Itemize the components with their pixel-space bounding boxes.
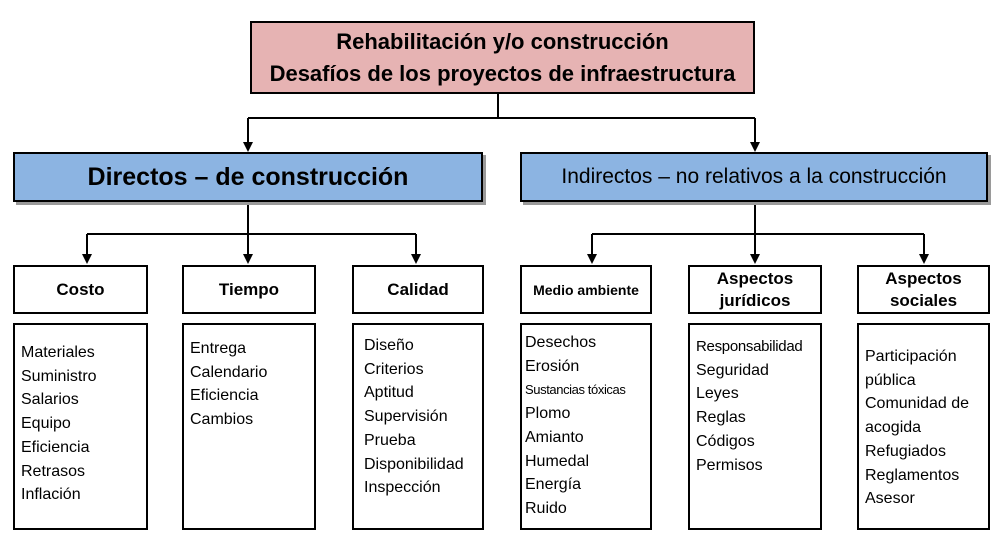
list-aspectos-juridicos: Responsabilidad Seguridad Leyes Reglas C… [688, 323, 822, 530]
subcategory-calidad: Calidad [352, 265, 484, 314]
list-item: Retrasos [21, 462, 86, 480]
title-line-2: Desafíos de los proyectos de infraestruc… [269, 60, 736, 86]
subcategory-label: Medio ambiente [533, 281, 639, 298]
subcategory-label: Tiempo [218, 279, 280, 299]
list-costo: Materiales Suministro Salarios Equipo Ef… [13, 323, 148, 530]
list-calidad: Diseño Criterios Aptitud Supervisión Pru… [352, 323, 484, 530]
list-item: Diseño [364, 337, 414, 354]
subcategory-label: Aspectos sociales [885, 268, 962, 310]
list-item: Prueba [364, 431, 416, 449]
list-item: Criterios [364, 360, 424, 378]
subcategory-label: Costo [56, 279, 105, 299]
list-item: Reglamentos [865, 466, 960, 484]
list-item: Supervisión [364, 408, 448, 426]
subcategory-label: Aspectos jurídicos [716, 268, 794, 310]
list-item: Humedal [525, 452, 590, 470]
list-tiempo: Entrega Calendario Eficiencia Cambios [182, 323, 316, 530]
subcategory-medio-ambiente: Medio ambiente [520, 265, 652, 314]
list-item: Participación pública [865, 348, 957, 389]
list-item: Sustancias tóxicas [525, 382, 626, 398]
category-direct-label: Directos – de construcción [87, 162, 409, 191]
list-item: Salarios [21, 391, 79, 409]
list-item: Responsabilidad [696, 338, 803, 355]
list-item: Aptitud [364, 384, 414, 402]
list-item: Leyes [696, 385, 739, 403]
subcategory-costo: Costo [13, 265, 148, 314]
subcategory-aspectos-juridicos: Aspectos jurídicos [688, 265, 822, 314]
list-item: Materiales [21, 344, 95, 361]
list-item: Equipo [21, 415, 71, 433]
category-direct: Directos – de construcción [13, 152, 483, 202]
list-item: Amianto [525, 428, 584, 446]
list-item: Inflación [21, 486, 81, 504]
subcategory-aspectos-sociales: Aspectos sociales [857, 265, 990, 314]
title-line-1: Rehabilitación y/o construcción [336, 28, 669, 54]
list-item: Reglas [696, 409, 746, 427]
list-medio-ambiente: Desechos Erosión Sustancias tóxicas Plom… [520, 323, 652, 530]
list-item: Desechos [525, 334, 597, 351]
list-item: Eficiencia [190, 387, 259, 405]
list-item: Permisos [696, 456, 763, 474]
list-item: Seguridad [696, 361, 769, 379]
list-item: Códigos [696, 432, 755, 450]
list-item: Refugiados [865, 442, 946, 460]
list-item: Cambios [190, 411, 254, 429]
list-item: Plomo [525, 405, 571, 423]
category-indirect-label: Indirectos – no relativos a la construcc… [561, 165, 947, 188]
list-item: Suministro [21, 367, 97, 385]
list-item: Entrega [190, 340, 247, 357]
list-item: Ruido [525, 499, 567, 517]
list-item: Calendario [190, 363, 268, 381]
list-aspectos-sociales: Participación pública Comunidad de acogi… [857, 323, 990, 530]
list-item: Inspección [364, 479, 441, 497]
list-item: Disponibilidad [364, 455, 464, 473]
list-item: Erosión [525, 357, 580, 375]
subcategory-label: Calidad [387, 279, 449, 299]
subcategory-tiempo: Tiempo [182, 265, 316, 314]
list-item: Comunidad de acogida [865, 395, 970, 437]
category-indirect: Indirectos – no relativos a la construcc… [520, 152, 988, 202]
list-item: Eficiencia [21, 438, 90, 456]
list-item: Asesor [865, 490, 915, 508]
list-item: Energía [525, 476, 582, 494]
title-box: Rehabilitación y/o construcción Desafíos… [250, 21, 755, 94]
